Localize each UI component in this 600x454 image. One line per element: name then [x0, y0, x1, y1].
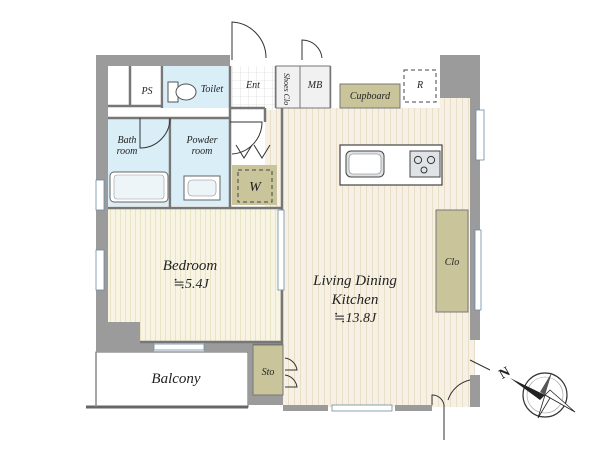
entrance-floor [232, 66, 276, 110]
room-label-balcony: Balcony [151, 371, 201, 387]
bedroom-floor [108, 208, 282, 342]
room-label-closet: Clo [444, 257, 460, 268]
washer-space [232, 165, 277, 205]
room-label-ps: PS [141, 86, 153, 97]
room-label-storage: Sto [261, 367, 275, 378]
room-label-shoes-closet: Shoes Clo [281, 72, 291, 106]
closet-cabinet [435, 209, 469, 313]
refrigerator-space [403, 69, 437, 103]
room-label-entrance: Ent [246, 80, 260, 91]
room-size-ldk: ≒13.8J [333, 311, 377, 326]
room-label-toilet: Toilet [200, 84, 224, 95]
shoes-closet [275, 65, 301, 109]
room-label-bath: Bath room [116, 135, 138, 157]
cupboard-cabinet [339, 83, 401, 109]
room-size-bedroom: ≒5.4J [173, 277, 209, 292]
room-label-cupboard: Cupboard [349, 91, 391, 102]
meter-box [299, 65, 331, 109]
toilet-icon [167, 81, 197, 103]
balcony-floor [95, 351, 249, 408]
door-swings [139, 21, 491, 440]
compass-icon [510, 372, 576, 419]
storage-space [252, 344, 284, 396]
room-label-powder: Powder room [186, 135, 218, 157]
room-label-bedroom: Bedroom [162, 258, 218, 274]
room-label-refrigerator: R [416, 80, 424, 91]
windows [95, 109, 485, 412]
room-label-meter-box: MB [307, 80, 323, 91]
room-label-ldk-line1: Living Dining [313, 273, 397, 289]
ps-floor [130, 66, 162, 106]
room-label-ldk-line2: Kitchen [331, 292, 379, 308]
room-label-washer: W [249, 180, 261, 195]
